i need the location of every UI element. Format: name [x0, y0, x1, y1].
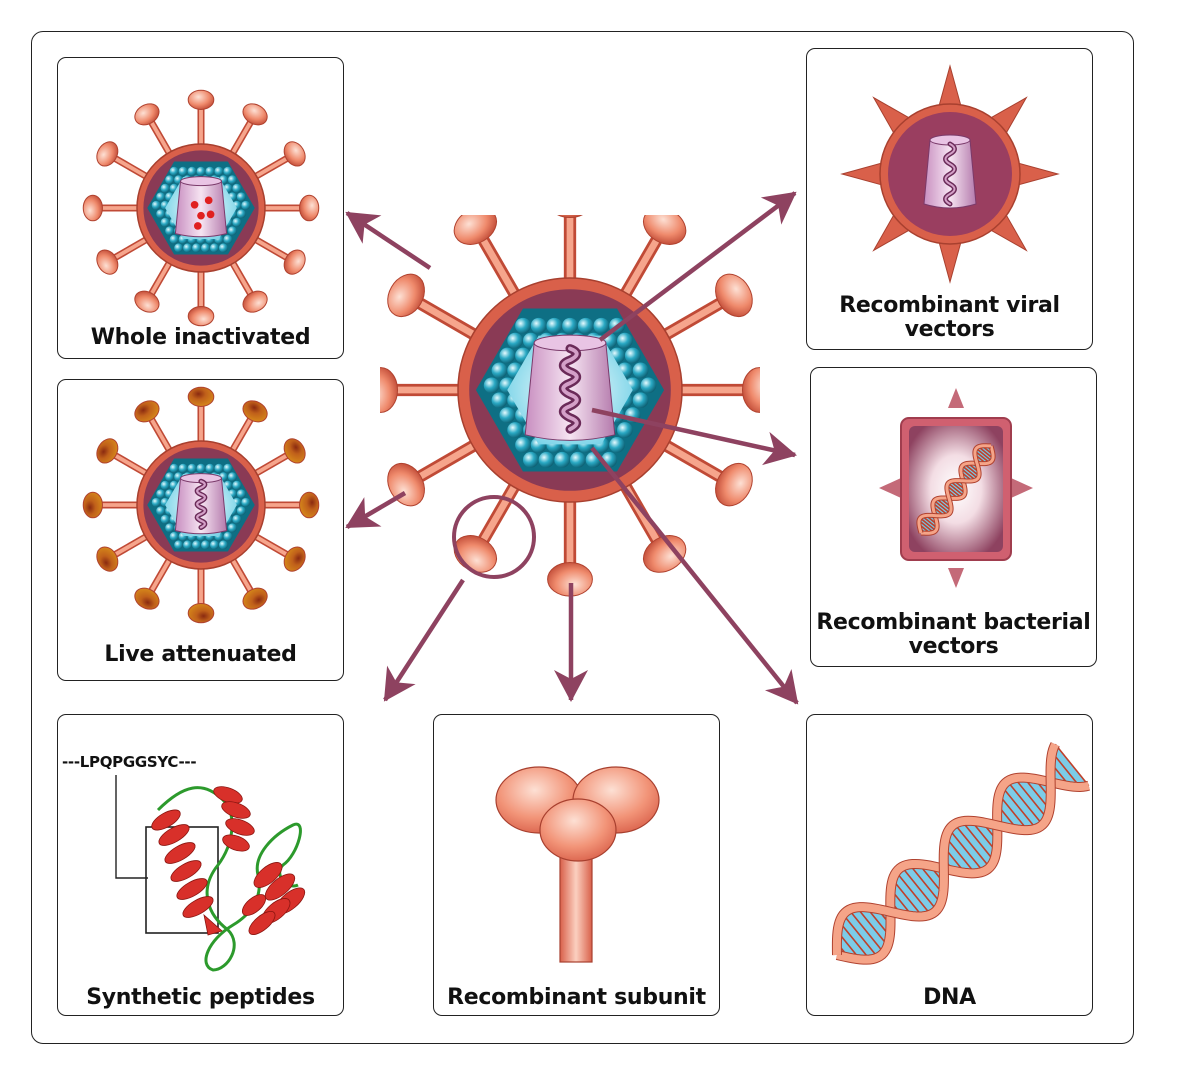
alpha-helix-3 [241, 862, 306, 935]
plasmid-dna-icon [916, 443, 996, 536]
caption-whole-inactivated: Whole inactivated [90, 325, 311, 350]
alpha-helix-2 [213, 786, 255, 852]
panel-dna: DNA [806, 714, 1093, 1016]
viral-vector-icon [840, 64, 1060, 284]
protein-structure-icon [115, 775, 306, 972]
panel-whole-inactivated: Whole inactivated [57, 57, 344, 359]
panel-recombinant-viral-vectors: Recombinant viral vectors [806, 48, 1093, 350]
dna-double-helix-icon [831, 742, 1090, 965]
panel-recombinant-subunit: Recombinant subunit [433, 714, 720, 1016]
caption-recombinant-bacterial-vectors: Recombinant bacterial vectors [811, 611, 1096, 659]
caption-line-1: Recombinant viral [839, 293, 1060, 318]
caption-recombinant-viral-vectors: Recombinant viral vectors [807, 294, 1092, 342]
caption-line-1: Recombinant bacterial [816, 610, 1091, 635]
caption-line-2: vectors [908, 634, 999, 659]
central-virus-icon [380, 215, 760, 597]
peptide-sequence: ---LPQPGGSYC--- [62, 753, 197, 771]
caption-recombinant-subunit: Recombinant subunit [447, 985, 706, 1010]
subunit-protein-icon [495, 766, 660, 963]
live-attenuated-virus-icon [82, 386, 320, 624]
inactivated-virus-icon [82, 89, 320, 327]
caption-dna: DNA [923, 985, 976, 1010]
caption-line-2: vectors [904, 317, 995, 342]
alpha-helix-1 [151, 809, 223, 936]
diagram-frame [31, 31, 1134, 1044]
caption-synthetic-peptides: Synthetic peptides [86, 985, 315, 1010]
caption-live-attenuated: Live attenuated [104, 642, 297, 667]
panel-live-attenuated: Live attenuated [57, 379, 344, 681]
panel-recombinant-bacterial-vectors: Recombinant bacterial vectors [810, 367, 1097, 667]
panel-synthetic-peptides: ---LPQPGGSYC--- Synthetic pe [57, 714, 344, 1016]
bacterial-vector-icon [879, 388, 1033, 588]
